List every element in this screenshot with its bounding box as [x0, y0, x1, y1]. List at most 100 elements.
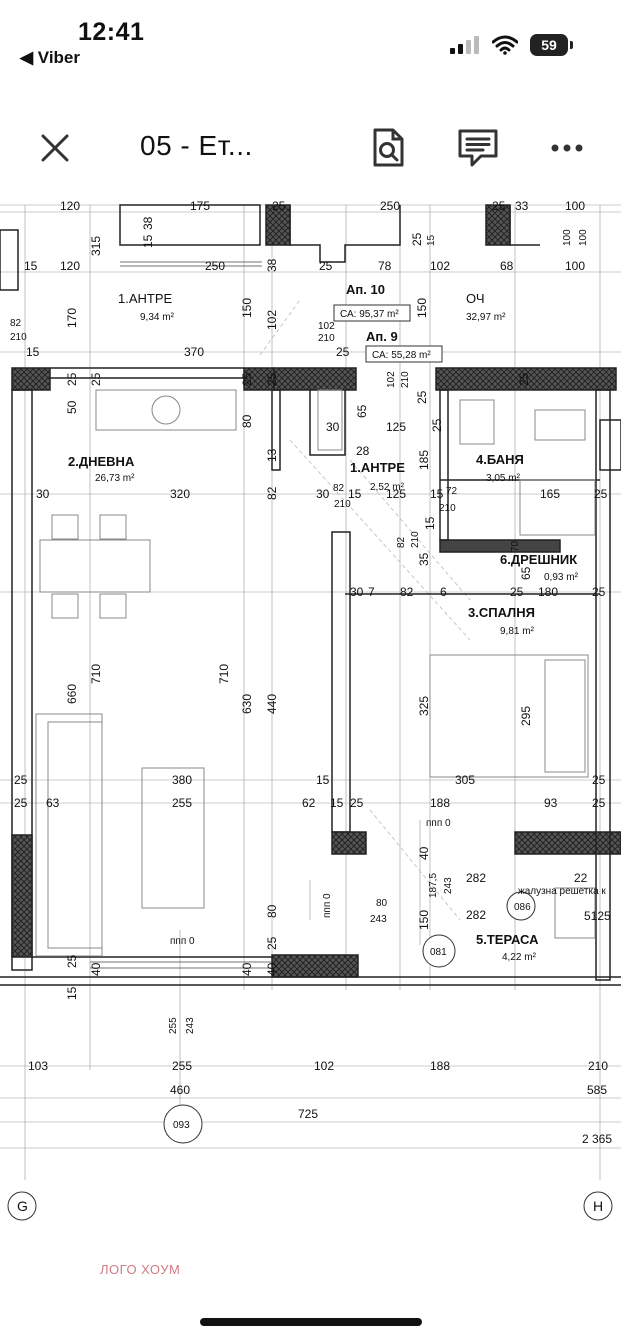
dimension-label: 25 [592, 773, 606, 787]
note-label: жалузна решетка к [518, 886, 606, 897]
dimension-label: 25 [592, 585, 606, 599]
room-area: 9,34 m² [140, 312, 175, 323]
dimension-label: 102 [318, 321, 335, 332]
dimension-label: 255 [172, 1059, 192, 1073]
comment-button[interactable] [452, 122, 504, 174]
dashed-guides [259, 299, 471, 921]
marker-label: 093 [173, 1120, 190, 1131]
dimension-label: 38 [265, 258, 279, 272]
dimension-label: 315 [89, 236, 103, 256]
walls-outline [0, 204, 621, 986]
dimension-label: 25 [240, 372, 254, 386]
dimension-label: 210 [400, 371, 411, 388]
dimension-label: 40 [240, 962, 254, 976]
home-indicator[interactable] [200, 1318, 422, 1326]
dimension-label: 305 [455, 773, 475, 787]
dimension-label: 325 [417, 696, 431, 716]
dimension-label: 120 [60, 259, 80, 273]
dimension-label: 25 [14, 796, 28, 810]
marker-label: ппп 0 [322, 893, 333, 918]
dimension-label: 188 [430, 1059, 450, 1073]
dimension-label: 243 [370, 914, 387, 925]
back-to-app-link[interactable]: ◀ Viber [20, 48, 81, 67]
dimension-label: 15 [141, 234, 155, 248]
dimension-label: 282 [466, 871, 486, 885]
room-name: 4.БАНЯ [476, 452, 524, 467]
dimension-label: 100 [562, 229, 573, 246]
dimension-label: 80 [240, 414, 254, 428]
dimension-label: 35 [417, 552, 431, 566]
dimension-label: 65 [355, 404, 369, 418]
dimension-label: 150 [417, 910, 431, 930]
dimension-label: 65 [519, 566, 533, 580]
dimension-label: 725 [298, 1107, 318, 1121]
dimension-label: 25 [65, 372, 79, 386]
dimension-label: 125 [386, 420, 406, 434]
dimension-label: 80 [376, 898, 388, 909]
grid-axis-g: G [17, 1198, 28, 1214]
dimension-label: 13 [265, 448, 279, 462]
dimension-label: 25 [319, 259, 333, 273]
dimension-label: 255 [168, 1017, 179, 1034]
dimension-label: 80 [265, 904, 279, 918]
dimension-label: 380 [172, 773, 192, 787]
room-labels: 1.АНТРЕ 9,34 m² Ап. 10 СА: 95,37 m² Ап. … [68, 282, 579, 963]
dimension-label: 25 [14, 773, 28, 787]
status-icons: 59 [450, 34, 573, 56]
status-bar: 12:41 ◀ Viber 59 [0, 0, 621, 80]
dimension-label: 295 [519, 706, 533, 726]
more-icon [551, 144, 583, 152]
cellular-signal-icon [450, 36, 479, 54]
dimension-label: 15 [65, 986, 79, 1000]
dimension-label: 100 [565, 199, 585, 213]
dimension-label: 370 [184, 345, 204, 359]
floor-plan-drawing[interactable]: 1.АНТРЕ 9,34 m² Ап. 10 СА: 95,37 m² Ап. … [0, 196, 621, 1226]
close-icon [41, 134, 69, 162]
dimension-label: 460 [170, 1083, 190, 1097]
dimension-label: 2 365 [582, 1132, 612, 1146]
more-button[interactable] [544, 122, 590, 174]
dimension-label: 30 [316, 487, 330, 501]
dimension-label: 82 [10, 318, 22, 329]
window-lines [90, 261, 272, 969]
dimension-label: 5125 [584, 909, 611, 923]
dimension-label: 440 [265, 694, 279, 714]
dimension-label: 25 [517, 372, 531, 386]
dimension-label: 30 [326, 420, 340, 434]
room-area: 0,93 m² [544, 572, 579, 583]
dimension-label: 102 [430, 259, 450, 273]
dimension-label: 38 [141, 216, 155, 230]
dimension-label: 102 [386, 371, 397, 388]
dimension-label: 188 [430, 796, 450, 810]
dimension-label: 102 [314, 1059, 334, 1073]
dimension-label: 78 [378, 259, 392, 273]
dimension-label: 25 [336, 345, 350, 359]
close-button[interactable] [30, 122, 80, 174]
dimension-label: 25 [492, 199, 506, 213]
dimension-label: 15 [423, 516, 437, 530]
dimension-label: 243 [443, 877, 454, 894]
dimension-label: 15 [348, 487, 362, 501]
dimension-label: 210 [10, 332, 27, 343]
room-area: 9,81 m² [500, 626, 535, 637]
dimension-label: 25 [410, 232, 424, 246]
dimension-label: 102 [265, 310, 279, 330]
dimension-label: 320 [170, 487, 190, 501]
dimension-label: 175 [190, 199, 210, 213]
dimension-label: 170 [65, 308, 79, 328]
dimension-label: 282 [466, 908, 486, 922]
dimension-label: 243 [185, 1017, 196, 1034]
marker-label: 086 [514, 902, 531, 913]
room-area: 2,52 m² [370, 482, 405, 493]
dimension-label: 40 [265, 962, 279, 976]
dimension-label: 6 [440, 585, 447, 599]
watermark-logo: ЛОГО ХОУМ [100, 1262, 181, 1277]
wifi-icon [492, 35, 518, 55]
room-area: 32,97 m² [466, 312, 506, 323]
dimension-label: 710 [89, 664, 103, 684]
dimension-label: 255 [172, 796, 192, 810]
search-document-button[interactable] [362, 122, 414, 174]
room-area: СА: 95,37 m² [340, 309, 399, 320]
dimension-label: 93 [544, 796, 558, 810]
dimension-label: 40 [417, 846, 431, 860]
